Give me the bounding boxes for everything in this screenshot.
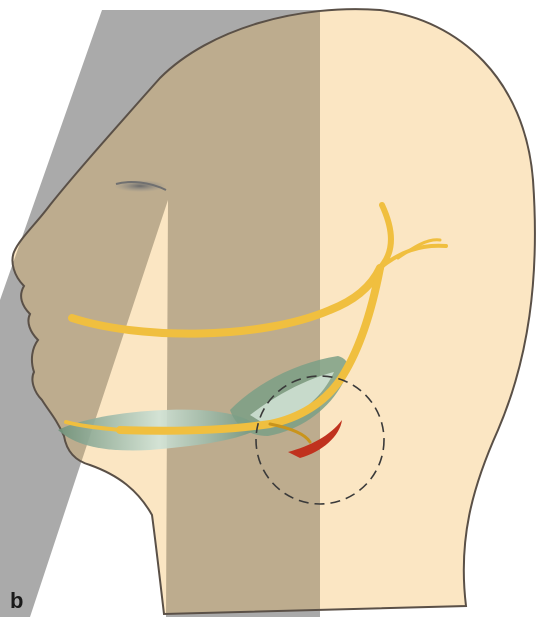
panel-label: b (10, 590, 23, 612)
